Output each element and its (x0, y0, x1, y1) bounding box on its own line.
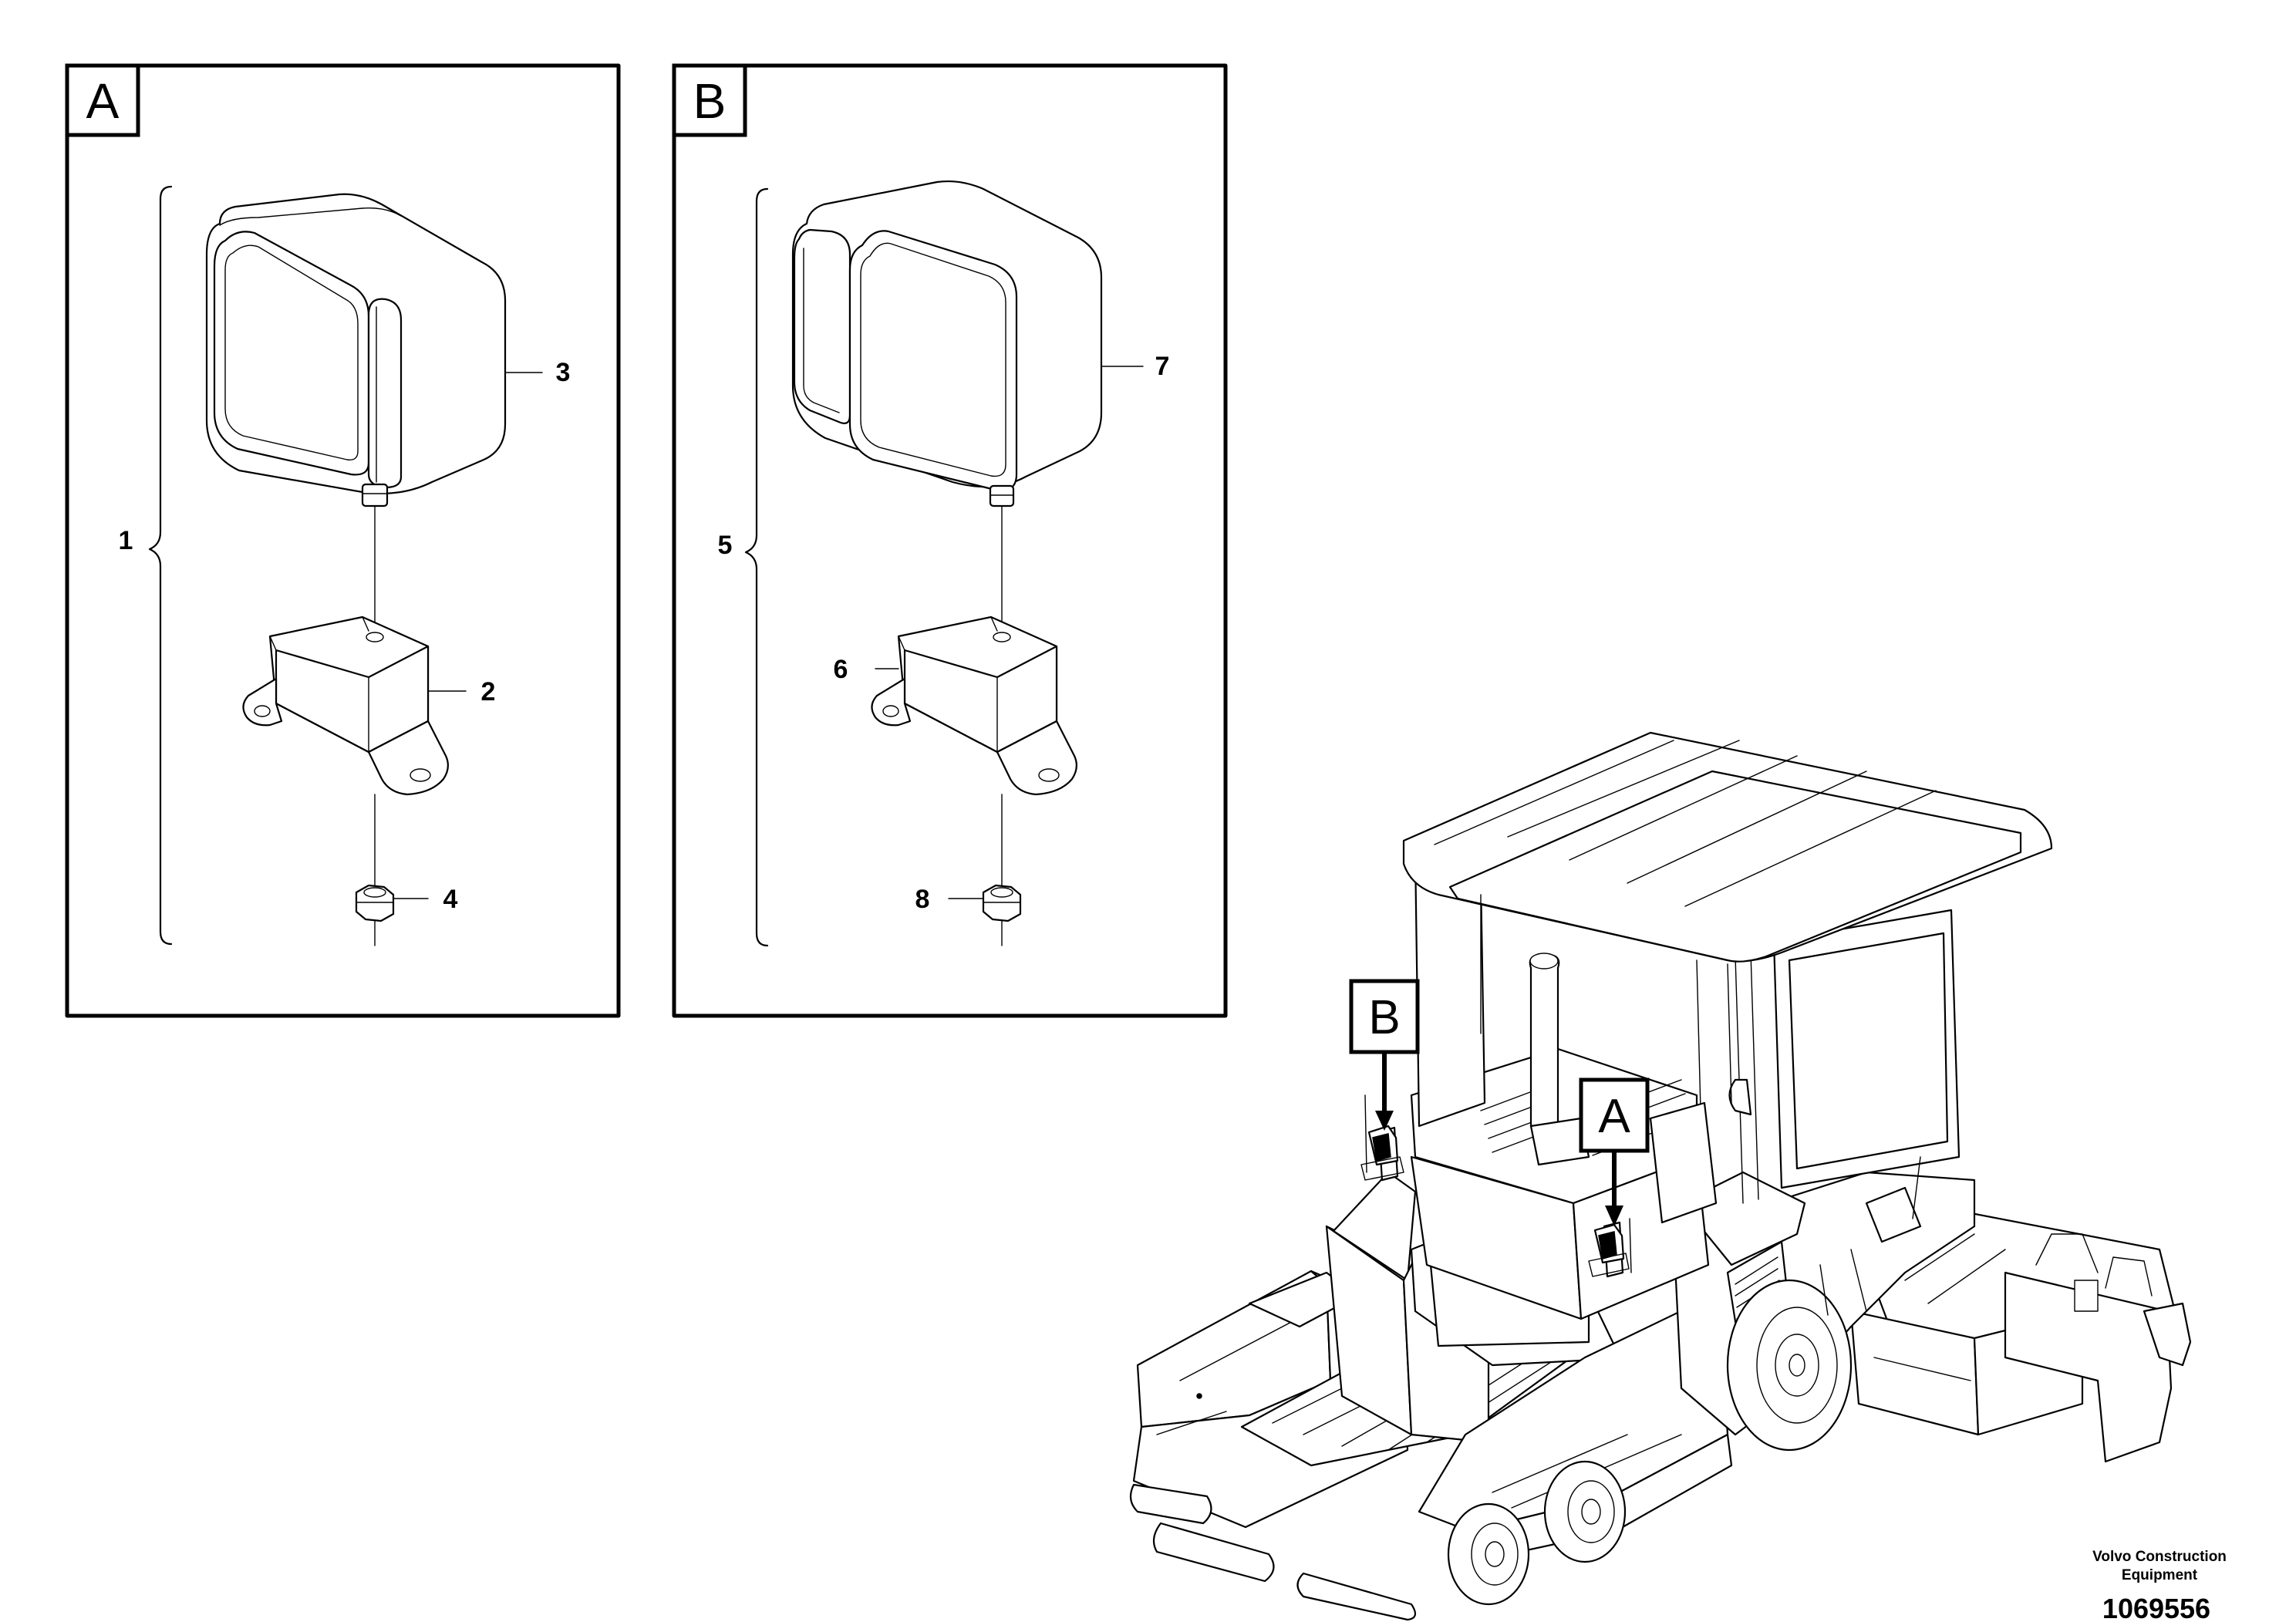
callout-1: 1 (119, 526, 133, 555)
credit-line-1: Volvo Construction (2092, 1549, 2227, 1565)
canopy-roof (1402, 731, 2053, 963)
panel-a-letter: A (86, 73, 120, 129)
drive-wheel (1726, 1279, 1853, 1452)
asphalt-paver-illustration (1129, 731, 2192, 1621)
panel-b-letter: B (693, 73, 727, 129)
callout-8: 8 (915, 885, 930, 914)
lamp-location-a (1588, 1218, 1632, 1278)
nut-b (982, 884, 1022, 922)
location-tag-b-letter: B (1368, 991, 1400, 1044)
callout-3: 3 (556, 358, 571, 387)
lamp-bracket-b (871, 615, 1077, 796)
callout-6: 6 (834, 655, 848, 684)
location-tag-b: B (1349, 979, 1420, 1131)
lamp-location-b (1360, 1094, 1404, 1182)
callout-4: 4 (443, 885, 458, 914)
callout-5: 5 (718, 531, 733, 560)
callout-2: 2 (481, 677, 496, 706)
location-tag-a-letter: A (1598, 1090, 1630, 1143)
nut-a (355, 884, 395, 922)
panel-b: B (672, 63, 1228, 1018)
callout-7: 7 (1155, 352, 1170, 381)
credit-line-2: Equipment (2122, 1567, 2198, 1583)
location-tag-a: A (1579, 1077, 1650, 1226)
panel-b-bracket (744, 187, 769, 947)
document-number: 1069556 (2102, 1593, 2210, 1622)
work-lamp-single (205, 193, 507, 508)
front-bogie-wheels (1447, 1460, 1627, 1606)
panel-b-letter-box (672, 63, 747, 137)
panel-a-letter-box (65, 63, 140, 137)
panel-a-bracket (148, 185, 173, 946)
lamp-bracket-a (242, 615, 449, 796)
work-lamp-double (791, 180, 1103, 508)
panel-a: A (65, 63, 621, 1018)
